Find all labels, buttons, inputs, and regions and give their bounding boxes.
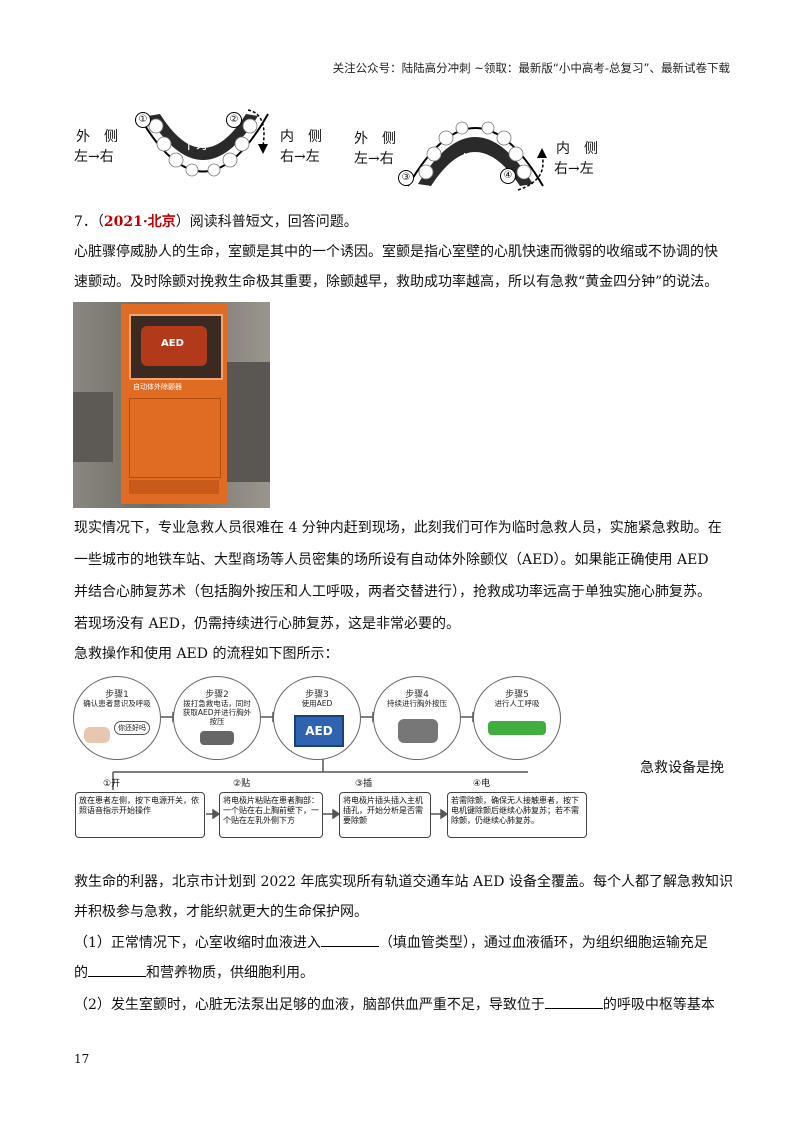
sub-step-1: 放在患者左侧，按下电源开关，依照语音指示开始操作: [75, 792, 205, 838]
sub-step-4-label: ④电: [473, 779, 491, 789]
sub-step-3-label: ③插: [355, 779, 373, 789]
sub-step-3: 将电极片插头插入主机插孔，开始分析是否需要除颤: [339, 792, 431, 838]
upper-outer-dir: 左→右: [354, 151, 394, 167]
marker-1: ①: [135, 112, 151, 128]
answer-blank-3[interactable]: [544, 994, 603, 1009]
upper-inner-label: 内 侧: [556, 141, 598, 157]
marker-4: ④: [500, 168, 516, 184]
lower-inner-dir: 右→左: [280, 149, 320, 165]
page-number: 17: [74, 1052, 90, 1066]
upper-outer-label: 外 侧: [354, 131, 396, 147]
aed-sign: AED: [161, 338, 184, 349]
rescue-breath-icon: [488, 721, 546, 735]
sub-step-4: 若需除颤，确保无人接触患者，按下电机键除颤后继续心肺复苏；若不需除颤，仍继续心肺…: [447, 792, 587, 838]
flow-step-3: 步骤3 使用AED AED: [273, 676, 361, 760]
aed-logo-icon: AED: [294, 715, 344, 747]
para-3: 急救操作和使用 AED 的流程如下图所示：: [74, 646, 339, 662]
sub-question-1-line-2: 的和营养物质，供细胞利用。: [74, 962, 314, 983]
sub-question-2-line-1: （2）发生室颤时，心脏无法泵出足够的血液，脑部供血严重不足，导致位于的呼吸中枢等…: [74, 994, 715, 1015]
para-1-line-1: 心脏骤停威胁人的生命，室颤是其中的一个诱因。室颤是指心室壁的心肌快速而微弱的收缩…: [74, 244, 718, 260]
para-4-line-1: 救生命的利器，北京市计划到 2022 年底实现所有轨道交通车站 AED 设备全覆…: [74, 874, 733, 890]
sub-step-2-label: ②贴: [233, 779, 251, 789]
aed-panel-text: 自动体外除颤器: [133, 383, 182, 391]
marker-2: ②: [226, 112, 242, 128]
rescuer-figure-icon: [200, 731, 234, 745]
upper-inner-dir: 右→左: [554, 161, 594, 177]
para-2-line-3: 并结合心肺复苏术（包括胸外按压和人工呼吸，两者交替进行），抢救成功率远高于单独实…: [74, 584, 711, 600]
side-text: 急救设备是挽: [640, 760, 724, 776]
aed-flow-chart: 步骤1 确认患者意识及呼吸 你还好吗 步骤2 拨打急救电话，同时获取AED并进行…: [73, 676, 591, 846]
question-7-title: 7．（2021·北京）阅读科普短文，回答问题。: [74, 214, 358, 230]
sub-step-1-label: ①开: [103, 779, 121, 789]
lower-teeth-label: 下牙: [182, 137, 210, 153]
para-2-line-4: 若现场没有 AED，仍需持续进行心肺复苏，这是非常必要的。: [74, 616, 461, 632]
flow-step-4: 步骤4 持续进行胸外按压: [373, 676, 461, 760]
flow-step-1: 步骤1 确认患者意识及呼吸 你还好吗: [73, 676, 161, 760]
chest-compression-icon: [398, 719, 438, 743]
speech-bubble: 你还好吗: [114, 721, 150, 735]
lower-inner-label: 内 侧: [280, 129, 322, 145]
aed-cabinet-photo: AED 自动体外除颤器: [73, 302, 270, 508]
upper-teeth-label: 上牙: [458, 153, 486, 169]
answer-blank-1[interactable]: [320, 932, 379, 947]
answer-blank-2[interactable]: [88, 962, 146, 977]
lower-outer-label: 外 侧: [76, 129, 118, 145]
flow-step-2: 步骤2 拨打急救电话，同时获取AED并进行胸外按压: [173, 676, 261, 760]
lower-outer-dir: 左→右: [74, 149, 114, 165]
para-1-line-2: 速颤动。及时除颤对挽救生命极其重要，除颤越早，救助成功率越高，所以有急救“黄金四…: [74, 274, 719, 290]
page-header: 关注公众号：陆陆高分冲刺 ~领取：最新版“小中高考-总复习”、最新试卷下载: [332, 61, 730, 75]
para-2-line-1: 现实情况下，专业急救人员很难在 4 分钟内赶到现场，此刻我们可作为临时急救人员，…: [74, 520, 722, 536]
sub-question-1-line-1: （1）正常情况下，心室收缩时血液进入（填血管类型），通过血液循环，为组织细胞运输…: [74, 932, 708, 953]
sub-step-2: 将电极片粘贴在患者胸部：一个贴在右上胸前壁下，一个贴在左乳外侧下方: [219, 792, 323, 838]
para-4-line-2: 并积极参与急救，才能织就更大的生命保护网。: [74, 904, 368, 920]
marker-3: ③: [398, 170, 414, 186]
flow-step-5: 步骤5 进行人工呼吸: [473, 676, 561, 760]
patient-figure-icon: [84, 727, 110, 743]
para-2-line-2: 一些城市的地铁车站、大型商场等人员密集的场所设有自动体外除颤仪（AED）。如果能…: [74, 552, 709, 568]
